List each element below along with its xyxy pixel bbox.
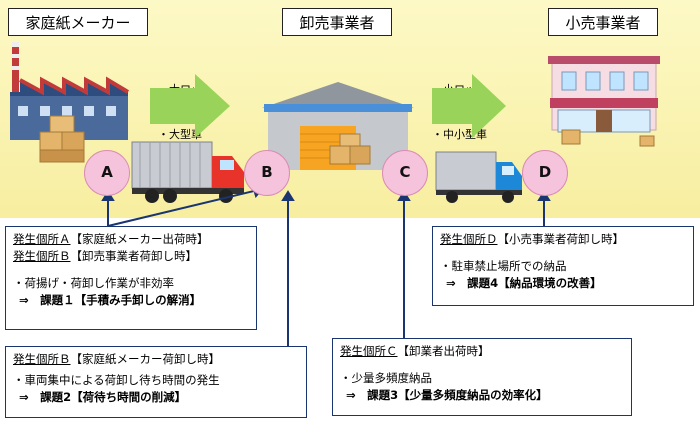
- note-d-point: 発生個所Ｄ: [440, 232, 498, 246]
- note-box-ab: 発生個所Ａ【家庭紙メーカー出荷時】 発生個所Ｂ【卸売事業者荷卸し時】 ・荷揚げ・…: [5, 226, 257, 330]
- warehouse-icon: [262, 82, 414, 170]
- note-box-b: 発生個所Ｂ【家庭紙メーカー荷卸し時】 ・車両集中による荷卸し待ち時間の発生 ⇒ …: [5, 346, 307, 418]
- note-c-issue: ⇒ 課題3【少量多頻度納品の効率化】: [346, 388, 548, 402]
- note-c-point: 発生個所Ｃ: [340, 344, 398, 358]
- stage-title-wholesaler: 卸売事業者: [282, 8, 392, 36]
- shop-icon: [548, 56, 660, 147]
- medium-truck-icon: [435, 151, 522, 203]
- note-b-item: ・車両集中による荷卸し待ち時間の発生: [13, 373, 220, 387]
- note-ab-item: ・荷揚げ・荷卸し作業が非効率: [13, 276, 174, 290]
- note-b-point: 発生個所Ｂ: [13, 352, 71, 366]
- cardboard-box-icon: [39, 115, 85, 163]
- note-ab-point-a: 発生個所Ａ: [13, 232, 71, 246]
- stage-title-retailer: 小売事業者: [548, 8, 658, 36]
- note-ab-point-b: 発生個所Ｂ: [13, 249, 71, 263]
- note-c-item: ・少量多頻度納品: [340, 371, 432, 385]
- note-box-d: 発生個所Ｄ【小売事業者荷卸し時】 ・駐車禁止場所での納品 ⇒ 課題4【納品環境の…: [432, 226, 694, 306]
- shipment-vehicle-large: ・大型車: [158, 128, 202, 141]
- point-c: C: [382, 150, 428, 196]
- stage-title-maker: 家庭紙メーカー: [8, 8, 148, 36]
- note-ab-issue: ⇒ 課題１【手積み手卸しの解消】: [19, 293, 202, 307]
- note-c-when: 【卸業者出荷時】: [397, 344, 490, 358]
- note-b-issue: ⇒ 課題2【荷待ち時間の削減】: [19, 390, 187, 404]
- point-b: B: [244, 150, 290, 196]
- point-a: A: [84, 150, 130, 196]
- note-d-when: 【小売事業者荷卸し時】: [497, 232, 625, 246]
- note-d-item: ・駐車禁止場所での納品: [440, 259, 567, 273]
- note-ab-when-a: 【家庭紙メーカー出荷時】: [70, 232, 209, 246]
- large-truck-icon: [131, 141, 244, 203]
- note-box-c: 発生個所Ｃ【卸業者出荷時】 ・少量多頻度納品 ⇒ 課題3【少量多頻度納品の効率化…: [332, 338, 632, 416]
- note-ab-when-b: 【卸売事業者荷卸し時】: [70, 249, 198, 263]
- point-d: D: [522, 150, 568, 196]
- flow-arrow-1: [150, 74, 230, 138]
- note-b-when: 【家庭紙メーカー荷卸し時】: [70, 352, 221, 366]
- note-d-issue: ⇒ 課題4【納品環境の改善】: [446, 276, 602, 290]
- flow-arrow-2: [432, 74, 506, 138]
